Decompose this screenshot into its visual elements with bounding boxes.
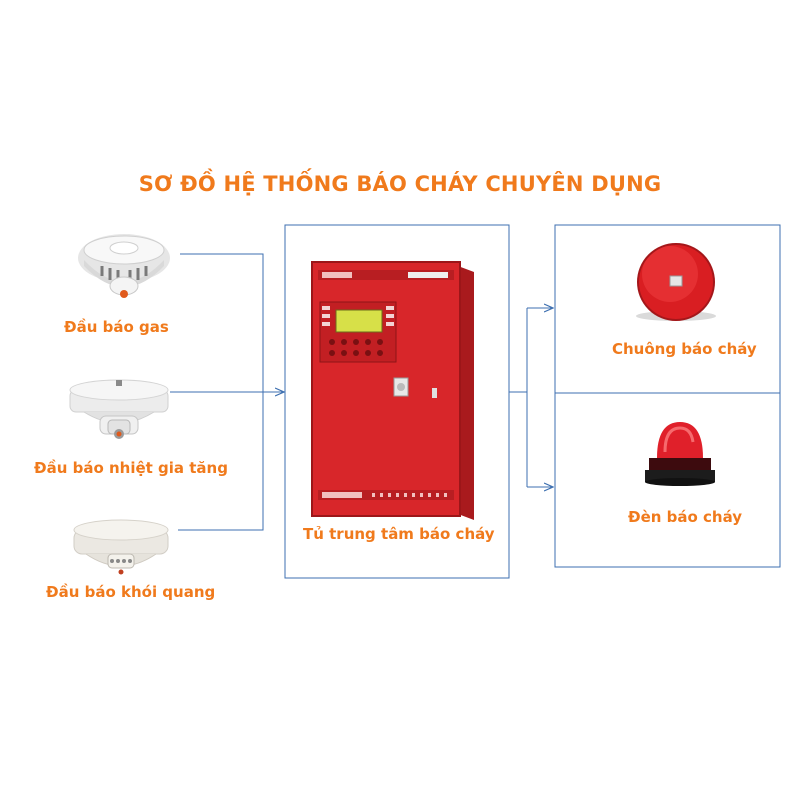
fire-bell-icon <box>636 243 716 321</box>
control-panel-frame <box>284 224 510 579</box>
heat-detector-icon <box>69 379 169 439</box>
heat-detector-label: Đầu báo nhiệt gia tăng <box>34 459 228 477</box>
diagram-title: SƠ ĐỒ HỆ THỐNG BÁO CHÁY CHUYÊN DỤNG <box>138 172 662 196</box>
smoke-detector-label: Đầu báo khói quang <box>46 583 216 601</box>
smoke-detector-icon <box>73 519 169 575</box>
bell-label: Chuông báo cháy <box>612 340 757 358</box>
control-panel-label: Tủ trung tâm báo cháy <box>303 525 495 543</box>
strobe-label: Đèn báo cháy <box>628 508 743 526</box>
gas-detector-label: Đầu báo gas <box>64 318 169 336</box>
strobe-light-icon <box>645 422 715 486</box>
gas-detector-icon <box>78 234 170 298</box>
strobe-frame <box>554 392 781 568</box>
fire-alarm-control-panel-icon <box>311 261 474 520</box>
